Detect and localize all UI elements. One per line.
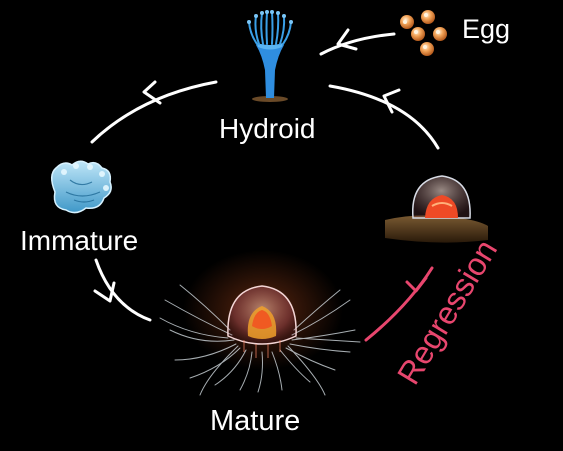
egg-to-hydroid-arrow <box>319 28 396 56</box>
mature-label: Mature <box>210 405 301 437</box>
hydroid-polyp-icon <box>247 10 293 102</box>
hydroid-to-immature-arrow <box>90 80 218 144</box>
regression-arrow <box>364 266 434 342</box>
hydroid-label: Hydroid <box>219 113 316 144</box>
regressing-medusa-icon <box>385 175 488 243</box>
eggs-icon <box>400 10 447 56</box>
ephyra-icon <box>51 160 112 214</box>
egg-label: Egg <box>462 14 511 44</box>
immature-to-mature-arrow <box>93 258 152 322</box>
cycle-arrows <box>90 28 440 342</box>
immature-label: Immature <box>20 225 139 256</box>
medusa-icon <box>159 250 361 396</box>
regressed-to-hydroid-arrow <box>328 84 440 150</box>
